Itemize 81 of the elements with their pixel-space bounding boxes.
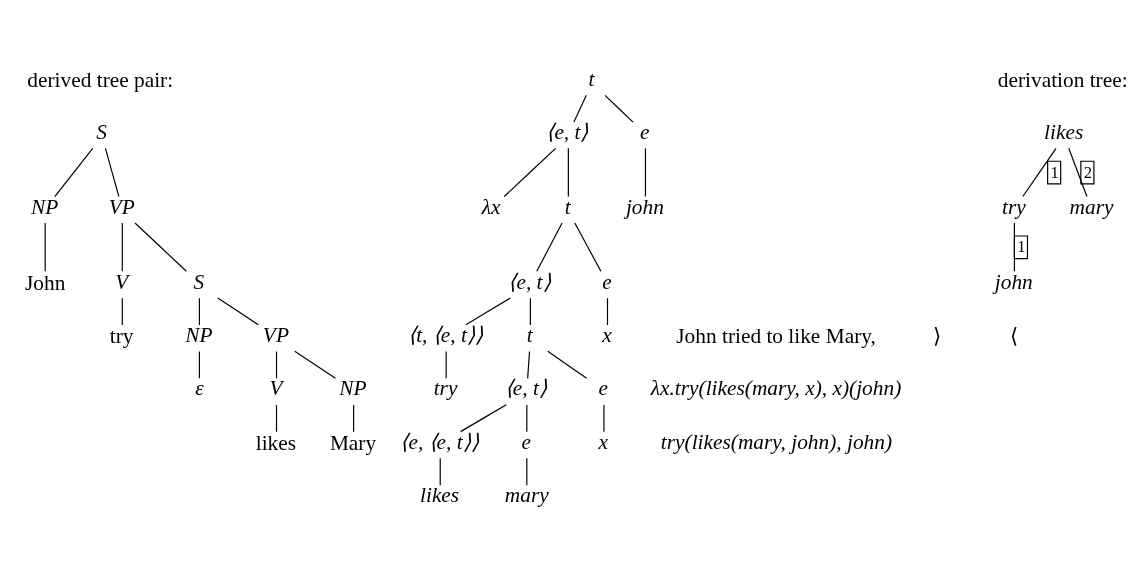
connector: [460, 403, 507, 432]
node-text: john: [625, 194, 664, 219]
node-text: S: [193, 269, 205, 294]
connector: [1013, 221, 1015, 272]
connector: [503, 147, 557, 197]
connector: [567, 147, 569, 197]
connector: [527, 350, 531, 379]
connector: [1022, 147, 1057, 197]
node-text: try: [433, 375, 458, 400]
connector: [536, 221, 563, 272]
node-text: NP: [30, 194, 59, 219]
node-text: try: [109, 323, 134, 348]
node-text: VP: [108, 194, 135, 219]
connector: [121, 221, 123, 272]
connector: [275, 350, 278, 379]
node-text: mary: [504, 482, 549, 507]
connector: [526, 457, 528, 486]
connector: [439, 457, 441, 486]
node-text: john: [994, 269, 1033, 294]
label: ⟨: [1010, 323, 1019, 348]
connector: [529, 297, 531, 326]
edge-label: 1: [1050, 162, 1059, 182]
connector: [275, 403, 278, 432]
node-text: e: [598, 375, 609, 400]
connector: [573, 94, 587, 123]
connector: [606, 297, 609, 326]
node-text: John: [25, 270, 66, 295]
connector: [198, 297, 200, 326]
node-text: e: [640, 119, 650, 144]
connector: [445, 350, 447, 379]
connector: [198, 350, 200, 379]
node-text: VP: [262, 322, 289, 347]
node-text: NP: [185, 322, 213, 347]
connector: [644, 147, 647, 197]
node-text: mary: [1069, 194, 1114, 219]
connector: [217, 296, 259, 325]
node-text: ⟨t, ⟨e, t⟩⟩: [408, 322, 483, 347]
label: try(likes(mary, john), john): [660, 429, 893, 454]
connector: [44, 221, 46, 272]
node-text: x: [598, 429, 609, 454]
node-text: likes: [1044, 119, 1084, 144]
connector: [1068, 147, 1088, 197]
node-text: t: [588, 66, 595, 91]
node-text: ⟨e, t⟩: [504, 375, 547, 400]
connector: [603, 403, 605, 432]
node-text: t: [526, 322, 533, 347]
connector: [134, 221, 187, 272]
node-text: likes: [255, 430, 297, 455]
connector: [526, 403, 528, 432]
edge-label: 1: [1017, 236, 1026, 256]
node-text: S: [96, 119, 107, 144]
node-text: t: [564, 194, 571, 219]
node-text: likes: [420, 482, 460, 507]
connector: [604, 94, 634, 123]
node-text: e: [521, 429, 531, 454]
node-text: ⟨e, t⟩: [508, 269, 551, 294]
node-text: V: [115, 269, 129, 294]
node-text: V: [269, 375, 283, 400]
node-text: ⟨e, t⟩: [546, 119, 589, 144]
node-text: NP: [339, 375, 367, 400]
connector: [294, 350, 337, 379]
label: λx.try(likes(mary, x), x)(john): [650, 375, 902, 400]
connector: [54, 147, 94, 197]
node-text: try: [1001, 194, 1026, 219]
label: derived tree pair:: [27, 67, 174, 92]
label: John tried to like Mary,: [676, 323, 876, 348]
label: derivation tree:: [997, 67, 1128, 92]
connector: [465, 296, 511, 325]
connector: [353, 403, 355, 432]
connector: [574, 221, 602, 272]
label: ⟩: [933, 323, 942, 348]
connector: [104, 147, 120, 197]
connector: [547, 350, 588, 379]
connector: [121, 297, 123, 326]
node-text: ε: [195, 375, 204, 400]
node-text: ⟨e, ⟨e, t⟩⟩: [400, 429, 479, 454]
node-text: Mary: [329, 430, 377, 455]
node-text: x: [602, 322, 612, 347]
node-text: λx: [481, 194, 501, 219]
edge-label: 2: [1083, 162, 1093, 182]
node-text: e: [602, 269, 612, 294]
